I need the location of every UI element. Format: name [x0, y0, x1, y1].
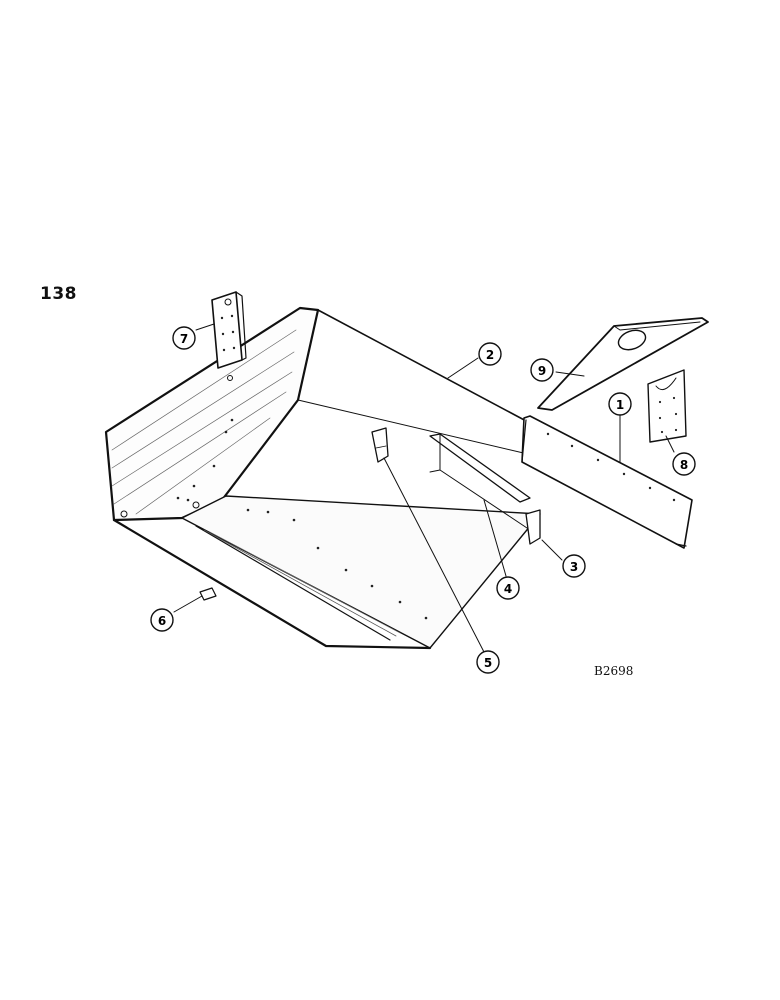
support-brace [371, 427, 389, 463]
svg-text:7: 7 [180, 332, 188, 346]
callout-4: 4 [496, 576, 520, 600]
angle-bracket [525, 509, 541, 545]
svg-text:9: 9 [538, 364, 546, 378]
long-plate [521, 415, 693, 549]
svg-text:2: 2 [486, 348, 494, 362]
callout-3: 3 [562, 554, 586, 578]
callout-9: 9 [530, 358, 554, 382]
callout-5: 5 [476, 650, 500, 674]
svg-text:4: 4 [504, 582, 512, 596]
svg-text:1: 1 [616, 398, 624, 412]
svg-text:8: 8 [680, 458, 688, 472]
svg-text:3: 3 [570, 560, 578, 574]
callout-6: 6 [150, 608, 174, 632]
hopper-body [104, 306, 541, 650]
callout-1: 1 [608, 392, 632, 416]
svg-text:6: 6 [158, 614, 166, 628]
small-plate [647, 369, 687, 443]
upright-bracket [211, 291, 247, 369]
channel-strip [429, 433, 531, 531]
leader-lines [173, 323, 675, 653]
callout-2: 2 [478, 342, 502, 366]
figure-code: B2698 [594, 664, 634, 678]
callout-8: 8 [672, 452, 696, 476]
small-clip [199, 587, 217, 601]
callout-7: 7 [172, 326, 196, 350]
svg-text:5: 5 [484, 656, 492, 670]
triangular-gusset [537, 317, 709, 411]
page-number: 138 [40, 284, 77, 304]
callouts: 7 2 9 1 8 3 4 5 [150, 326, 696, 674]
